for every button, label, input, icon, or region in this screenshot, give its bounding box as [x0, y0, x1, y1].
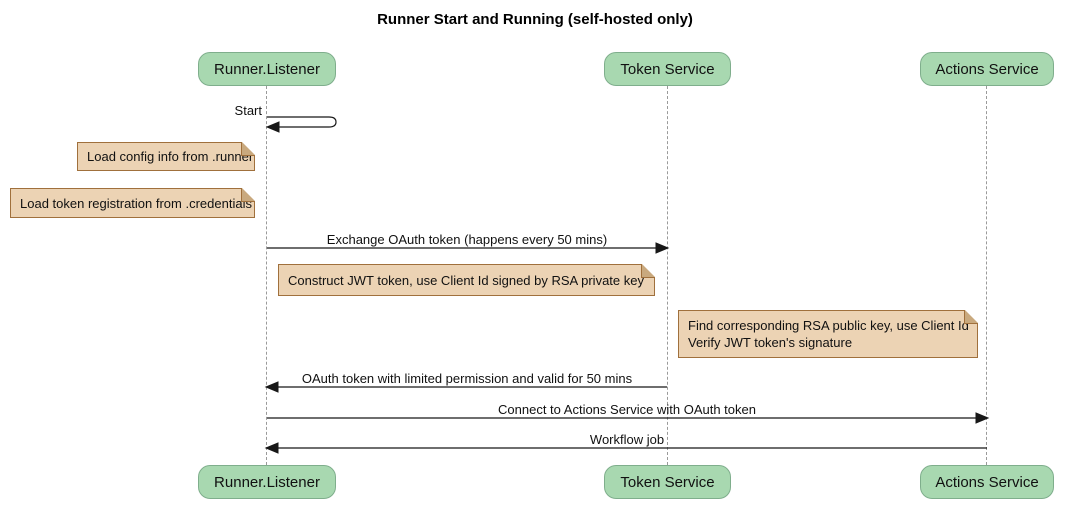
lifeline-token-service: [667, 86, 668, 465]
note-load-config: Load config info from .runner: [77, 142, 255, 171]
note-text: Load config info from .runner: [87, 149, 254, 164]
note-load-token-registration: Load token registration from .credential…: [10, 188, 255, 218]
note-text: Construct JWT token, use Client Id signe…: [288, 272, 644, 288]
participant-label: Actions Service: [935, 473, 1039, 491]
message-label-workflow-job: Workflow job: [589, 432, 665, 447]
self-arrow-start: [265, 116, 337, 133]
note-text-line: Find corresponding RSA public key, use C…: [688, 318, 969, 333]
lifeline-actions-service: [986, 86, 987, 465]
message-label-oauth-token-return: OAuth token with limited permission and …: [301, 371, 633, 386]
note-text-line: Verify JWT token's signature: [688, 335, 853, 350]
participant-label: Actions Service: [935, 60, 1039, 78]
lifeline-runner-listener: [266, 86, 267, 465]
note-text: Load token registration from .credential…: [20, 195, 252, 211]
participant-runner-listener-top: Runner.Listener: [198, 52, 336, 86]
participant-actions-service-top: Actions Service: [920, 52, 1054, 86]
participant-actions-service-bottom: Actions Service: [920, 465, 1054, 499]
participant-token-service-bottom: Token Service: [604, 465, 731, 499]
diagram-title: Runner Start and Running (self-hosted on…: [377, 11, 693, 28]
message-label-connect-actions-service: Connect to Actions Service with OAuth to…: [498, 402, 756, 417]
participant-label: Token Service: [620, 60, 715, 78]
participant-token-service-top: Token Service: [604, 52, 731, 86]
participant-label: Runner.Listener: [214, 60, 320, 78]
participant-label: Runner.Listener: [214, 473, 320, 491]
message-label-start: Start: [234, 103, 262, 118]
participant-label: Token Service: [620, 473, 715, 491]
note-verify-jwt: Find corresponding RSA public key, use C…: [678, 310, 978, 358]
participant-runner-listener-bottom: Runner.Listener: [198, 465, 336, 499]
message-label-exchange-oauth-token: Exchange OAuth token (happens every 50 m…: [326, 232, 608, 247]
note-construct-jwt: Construct JWT token, use Client Id signe…: [278, 264, 655, 296]
